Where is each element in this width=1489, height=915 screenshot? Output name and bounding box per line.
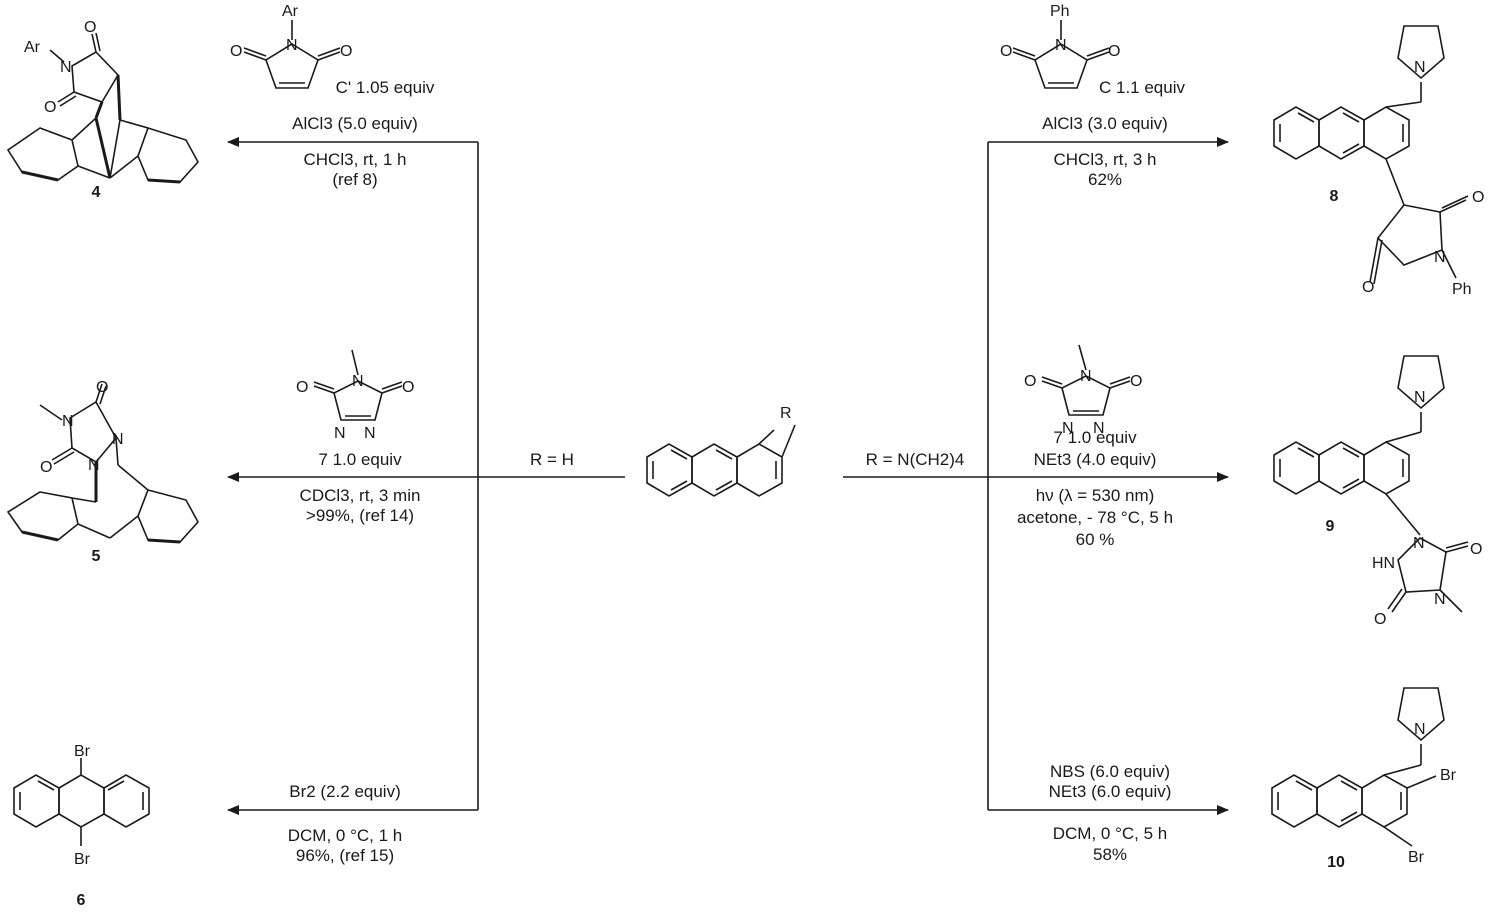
svg-text:N: N [1414, 389, 1426, 406]
left-r2-reagent-equiv: 7 1.0 equiv [318, 450, 402, 469]
product-10-structure [1271, 687, 1445, 847]
branch-label-left: R = H [530, 450, 574, 469]
svg-text:N: N [1414, 59, 1426, 76]
svg-text:N: N [112, 431, 124, 448]
atom-labels: R Ar Ph [282, 3, 1070, 422]
reagent-right-phenyl-label: Ph [1050, 3, 1070, 20]
svg-text:N: N [334, 425, 346, 442]
svg-text:O: O [296, 379, 308, 396]
svg-text:N: N [286, 37, 298, 54]
right-r2-line1: NEt3 (4.0 equiv) [1033, 450, 1157, 469]
compound-label-6: 6 [76, 892, 86, 909]
svg-text:N: N [1093, 420, 1105, 437]
svg-text:N: N [1080, 368, 1092, 385]
right-arrow-system [843, 137, 1229, 815]
compound-label-8: 8 [1329, 188, 1339, 205]
svg-text:N: N [88, 457, 100, 474]
right-r2-line2: hν (λ = 530 nm) [1035, 486, 1155, 505]
svg-text:N: N [1413, 535, 1425, 552]
left-r1-reagent-equiv: C' 1.05 equiv [335, 78, 435, 97]
svg-text:N: N [60, 59, 72, 76]
right-r2-line3: acetone, - 78 °C, 5 h [1016, 508, 1174, 527]
svg-text:O: O [96, 379, 108, 396]
svg-text:O: O [84, 19, 96, 36]
svg-text:O: O [1000, 43, 1012, 60]
svg-text:O: O [340, 43, 352, 60]
right-r1-line3: 62% [1087, 170, 1123, 189]
left-r3-line3: 96%, (ref 15) [295, 846, 395, 865]
svg-text:HN: HN [1372, 555, 1395, 572]
svg-text:N: N [364, 425, 376, 442]
svg-text:Ph: Ph [1452, 281, 1472, 298]
svg-text:Br: Br [74, 743, 91, 760]
product-8-structure [1273, 25, 1469, 285]
svg-text:N: N [62, 413, 74, 430]
svg-text:Br: Br [1408, 849, 1425, 866]
product-9-structure [1273, 355, 1469, 613]
right-r1-reagent-equiv: C 1.1 equiv [1099, 78, 1185, 97]
svg-text:O: O [1130, 373, 1142, 390]
compound-label-5: 5 [91, 548, 101, 565]
right-r1-line2: CHCl3, rt, 3 h [1053, 150, 1157, 169]
left-r3-line1: Br2 (2.2 equiv) [289, 782, 401, 801]
left-r1-line1: AlCl3 (5.0 equiv) [292, 114, 418, 133]
left-r1-line2: CHCl3, rt, 1 h [303, 150, 407, 169]
svg-text:N: N [1055, 37, 1067, 54]
reagent-maleimide-right [1012, 20, 1110, 89]
right-r3-line1: NBS (6.0 equiv) [1050, 762, 1170, 781]
svg-text:O: O [40, 459, 52, 476]
left-arrow-system [227, 137, 625, 815]
left-r2-line1: CDCl3, rt, 3 min [299, 486, 421, 505]
svg-text:O: O [44, 99, 56, 116]
svg-text:N: N [1062, 420, 1074, 437]
left-r2-line2: >99%, (ref 14) [305, 506, 415, 525]
right-r3-line4: 58% [1092, 845, 1128, 864]
right-r3-line3: DCM, 0 °C, 5 h [1052, 824, 1168, 843]
product-5-structure [6, 383, 199, 544]
central-anthracene [646, 424, 796, 497]
svg-text:O: O [1362, 279, 1374, 296]
svg-text:O: O [1472, 189, 1484, 206]
compound-label-9: 9 [1325, 518, 1335, 535]
right-r3-line2: NEt3 (6.0 equiv) [1048, 782, 1172, 801]
reagent-ptad-right [1041, 344, 1131, 416]
svg-text:Br: Br [1440, 767, 1457, 784]
svg-text:N: N [1434, 591, 1446, 608]
right-r1-line1: AlCl3 (3.0 equiv) [1042, 114, 1168, 133]
compound-label-10: 10 [1327, 854, 1345, 871]
left-r1-line3: (ref 8) [332, 170, 378, 189]
compound-label-4: 4 [91, 184, 101, 201]
svg-text:O: O [230, 43, 242, 60]
svg-text:O: O [1470, 541, 1482, 558]
substituent-r-label: R [780, 405, 792, 422]
branch-label-right: R = N(CH2)4 [865, 450, 965, 469]
svg-text:N: N [1434, 249, 1446, 266]
svg-text:O: O [1108, 43, 1120, 60]
right-r2-reagent-equiv: 7 1.0 equiv [1053, 428, 1137, 447]
svg-text:Ar: Ar [24, 39, 41, 56]
product-6-structure [13, 758, 150, 846]
product-4-structure [6, 32, 199, 184]
right-r2-line4: 60 % [1075, 530, 1115, 549]
svg-text:N: N [1414, 721, 1426, 738]
svg-text:Br: Br [74, 851, 91, 868]
svg-text:N: N [352, 373, 364, 390]
svg-text:O: O [402, 379, 414, 396]
svg-text:O: O [1024, 373, 1036, 390]
left-r3-line2: DCM, 0 °C, 1 h [287, 826, 403, 845]
svg-text:O: O [1374, 611, 1386, 628]
reagent-left-aryl-label: Ar [282, 3, 299, 20]
reagent-ptad-left [313, 349, 403, 421]
reagent-maleimide-left [243, 20, 341, 89]
